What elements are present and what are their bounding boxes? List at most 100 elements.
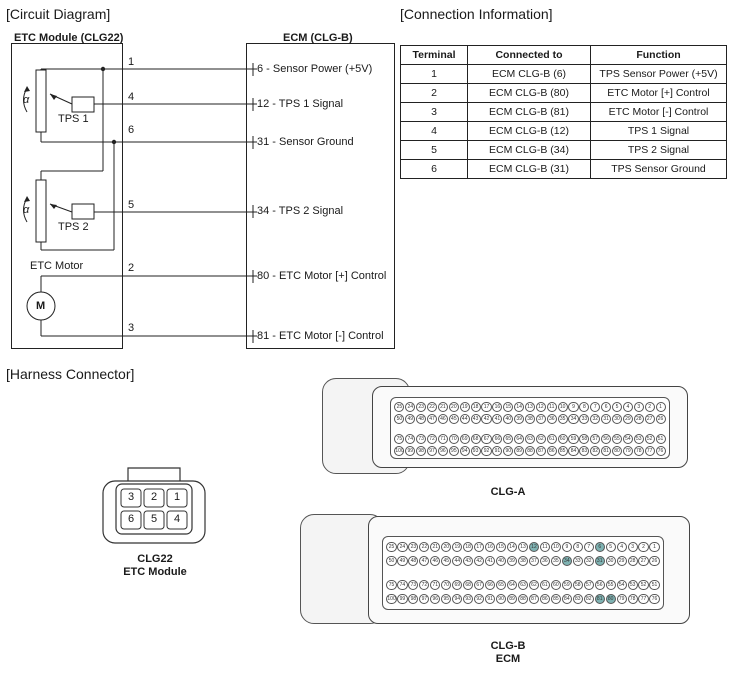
clg22-pin: 1 — [173, 491, 181, 503]
ecm-pin-80: 80 - ETC Motor [+] Control — [257, 270, 387, 282]
pin: 36 — [546, 414, 557, 425]
pin: 4 — [616, 542, 627, 553]
pin: 28 — [627, 556, 638, 567]
pin: 3 — [633, 402, 644, 413]
connection-info-heading: [Connection Information] — [400, 6, 553, 22]
pin: 32 — [583, 556, 594, 567]
tps1-box — [71, 96, 95, 113]
pin: 35 — [557, 414, 568, 425]
pin: 36 — [539, 556, 550, 567]
pin: 81 — [594, 594, 605, 605]
pin: 83 — [579, 446, 590, 457]
pin: 54 — [616, 580, 627, 591]
pin: 37 — [535, 414, 546, 425]
pin: 7 — [583, 542, 594, 553]
pin: 96 — [430, 594, 441, 605]
clg-b-caption: CLG-B — [490, 640, 526, 652]
pin: 15 — [496, 542, 507, 553]
pin: 3 — [627, 542, 638, 553]
pin: 1 — [655, 402, 666, 413]
pin: 82 — [590, 446, 601, 457]
pin: 33 — [572, 556, 583, 567]
pin: 5 — [612, 402, 623, 413]
pin: 41 — [492, 414, 503, 425]
pin: 24 — [405, 402, 416, 413]
cell-terminal: 3 — [400, 102, 468, 122]
tps2-label: TPS 2 — [58, 221, 89, 233]
col-function: Function — [590, 45, 727, 65]
ecm-title: ECM (CLG-B) — [283, 32, 353, 44]
pin: 66 — [485, 580, 496, 591]
pin: 65 — [503, 434, 514, 445]
pin: 73 — [416, 434, 427, 445]
pin: 100 — [386, 594, 397, 605]
pin: 58 — [572, 580, 583, 591]
pin: 6 — [594, 542, 605, 553]
pin: 85 — [557, 446, 568, 457]
wire-number-5: 5 — [128, 199, 135, 211]
wire-number-4: 4 — [128, 91, 135, 103]
clg22-caption: CLG22 — [137, 553, 173, 565]
pin: 13 — [524, 402, 536, 413]
pin: 60 — [550, 580, 561, 591]
pin: 48 — [416, 414, 427, 425]
pin: 95 — [448, 446, 459, 457]
pin: 10 — [550, 542, 561, 553]
connection-table: Terminal Connected to Function 1 ECM CLG… — [400, 45, 727, 179]
pin: 94 — [459, 446, 470, 457]
pin: 24 — [397, 542, 408, 553]
pin: 56 — [594, 580, 605, 591]
circuit-diagram-heading: [Circuit Diagram] — [6, 6, 111, 22]
pin: 47 — [427, 414, 438, 425]
pin: 78 — [627, 594, 638, 605]
pin: 72 — [419, 580, 430, 591]
pin: 8 — [572, 542, 583, 553]
clg-a-caption: CLG-A — [490, 486, 526, 498]
pin: 38 — [524, 414, 536, 425]
clg22-pin: 5 — [150, 513, 158, 525]
pin: 45 — [441, 556, 452, 567]
pin: 62 — [535, 434, 546, 445]
pin: 42 — [481, 414, 492, 425]
pin: 62 — [528, 580, 540, 591]
pin: 99 — [405, 446, 416, 457]
pin: 47 — [419, 556, 430, 567]
clg22-pin: 3 — [127, 491, 135, 503]
pin: 19 — [459, 402, 470, 413]
pin: 78 — [633, 446, 644, 457]
pin: 97 — [419, 594, 430, 605]
pin: 5 — [605, 542, 616, 553]
pin: 57 — [590, 434, 601, 445]
pin: 90 — [496, 594, 507, 605]
wire-number-6: 6 — [128, 124, 135, 136]
pin: 40 — [503, 414, 514, 425]
cell-terminal: 4 — [400, 121, 468, 141]
pin: 34 — [568, 414, 579, 425]
pin: 56 — [601, 434, 612, 445]
pin: 46 — [437, 414, 448, 425]
pin: 95 — [441, 594, 452, 605]
pin: 97 — [427, 446, 438, 457]
pin: 21 — [437, 402, 448, 413]
pin: 53 — [633, 434, 644, 445]
pin: 86 — [539, 594, 550, 605]
pin: 71 — [437, 434, 448, 445]
pin: 79 — [616, 594, 627, 605]
pin: 39 — [514, 414, 525, 425]
pin: 59 — [561, 580, 572, 591]
table-header-row: Terminal Connected to Function — [400, 45, 727, 65]
pin: 1 — [649, 542, 660, 553]
clg22-pin: 6 — [127, 513, 135, 525]
pin: 4 — [622, 402, 633, 413]
pin: 29 — [622, 414, 633, 425]
pin: 19 — [452, 542, 463, 553]
pin: 69 — [459, 434, 470, 445]
pin: 50 — [386, 556, 397, 567]
pin: 12 — [528, 542, 540, 553]
pin: 70 — [441, 580, 452, 591]
pin: 29 — [616, 556, 627, 567]
pin: 87 — [535, 446, 546, 457]
cell-connected: ECM CLG-B (6) — [467, 64, 591, 84]
